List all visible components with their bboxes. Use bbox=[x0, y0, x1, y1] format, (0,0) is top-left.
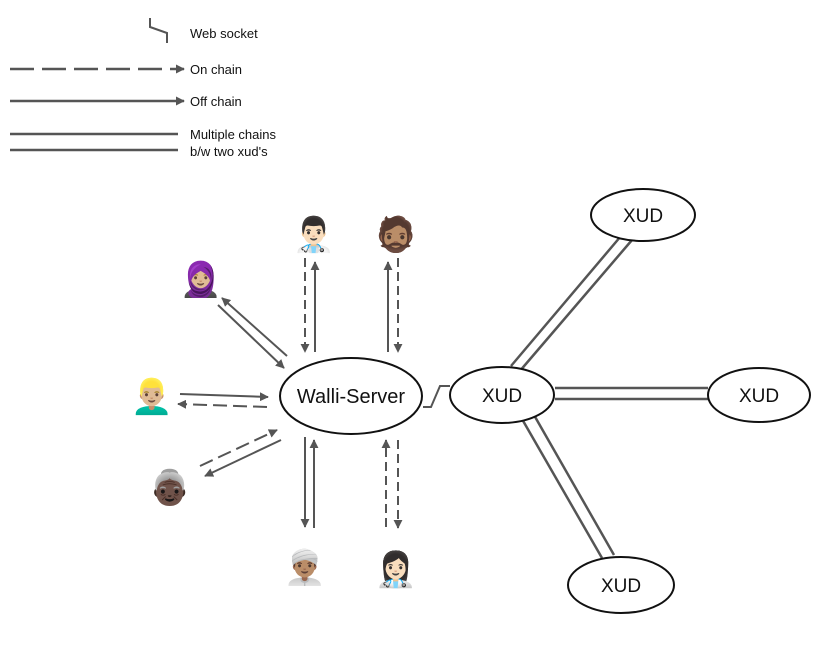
legend-on-chain: On chain bbox=[10, 62, 242, 77]
off-chain-arrow bbox=[221, 297, 288, 357]
xud-top-label: XUD bbox=[623, 206, 663, 227]
user-server-connections bbox=[177, 258, 403, 529]
xud-node-right: XUD bbox=[707, 367, 811, 423]
xud-right-ellipse bbox=[707, 367, 811, 423]
off-chain-arrow bbox=[204, 439, 282, 477]
users: 👨🏻‍⚕️ 🧔🏽 🧕🏼 👱🏼‍♂️ 👵🏿 👳🏽‍♂️ 👩🏻‍⚕️ bbox=[131, 214, 417, 589]
on-chain-arrow bbox=[199, 429, 278, 467]
server-ellipse bbox=[279, 357, 423, 435]
web-socket-connection bbox=[423, 385, 450, 408]
legend-on-chain-label: On chain bbox=[190, 62, 242, 77]
user-doctor-man: 👨🏻‍⚕️ bbox=[293, 215, 335, 254]
legend-off-chain-label: Off chain bbox=[190, 94, 242, 109]
xud-node-top: XUD bbox=[590, 188, 696, 242]
legend-multiple-chains-label-1: Multiple chains bbox=[190, 127, 276, 142]
user-old-woman: 👵🏿 bbox=[149, 468, 191, 507]
chain-link-bottom-b bbox=[532, 414, 616, 556]
xud-node-center: XUD bbox=[449, 366, 555, 424]
legend-multiple-chains: Multiple chains b/w two xud's bbox=[10, 127, 276, 159]
xud-top-ellipse bbox=[590, 188, 696, 242]
off-chain-arrow bbox=[217, 304, 285, 369]
legend-web-socket: Web socket bbox=[149, 18, 258, 43]
off-chain-arrow bbox=[179, 392, 269, 402]
chain-link-top-b bbox=[518, 239, 633, 373]
legend: Web socket On chain Off chain Multiple c… bbox=[10, 18, 276, 159]
server-label: Walli-Server bbox=[297, 386, 405, 408]
xud-center-label: XUD bbox=[482, 386, 522, 407]
xud-bottom-label: XUD bbox=[601, 576, 641, 597]
chain-link-bottom-a bbox=[520, 418, 604, 559]
chain-link-top-a bbox=[510, 235, 622, 367]
web-socket-symbol bbox=[149, 18, 168, 43]
legend-web-socket-label: Web socket bbox=[190, 26, 258, 41]
legend-off-chain: Off chain bbox=[10, 94, 242, 109]
xud-node-bottom: XUD bbox=[567, 556, 675, 614]
multiple-chain-links bbox=[510, 235, 708, 559]
on-chain-arrow bbox=[177, 399, 268, 409]
server-node: Walli-Server bbox=[279, 357, 423, 435]
user-hijab-woman: 🧕🏼 bbox=[180, 260, 222, 300]
xud-right-label: XUD bbox=[739, 386, 779, 407]
user-blond-man: 👱🏼‍♂️ bbox=[131, 377, 173, 416]
legend-multiple-chains-label-2: b/w two xud's bbox=[190, 144, 268, 159]
user-turban-man: 👳🏽‍♂️ bbox=[284, 548, 326, 587]
xud-center-ellipse bbox=[449, 366, 555, 424]
user-doctor-woman: 👩🏻‍⚕️ bbox=[375, 550, 417, 589]
xud-bottom-ellipse bbox=[567, 556, 675, 614]
user-bearded-man: 🧔🏽 bbox=[375, 214, 417, 254]
